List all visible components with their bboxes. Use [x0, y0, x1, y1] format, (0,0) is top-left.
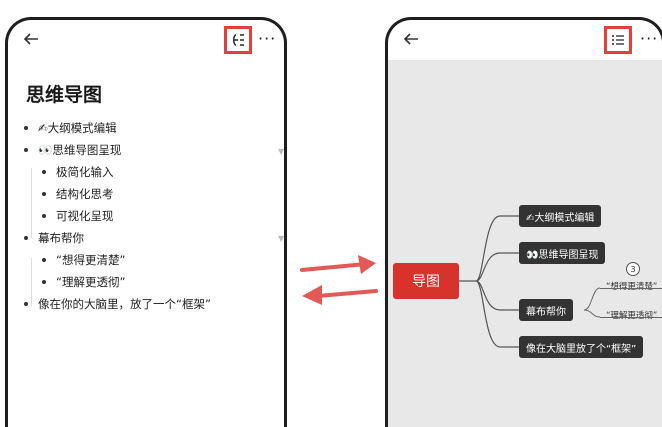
more-icon[interactable]: ··· [640, 29, 659, 48]
outline-view-button[interactable] [604, 26, 632, 54]
mindmap-node[interactable]: 像在大脑里放了个“框架” [519, 336, 644, 358]
leaf-underline [600, 288, 662, 289]
mindmap-leaf[interactable]: “理解更透彻” [606, 311, 658, 321]
bullet-icon [42, 213, 46, 218]
outline-item[interactable]: 幕布帮你 [24, 230, 84, 246]
back-arrow-icon[interactable] [20, 28, 42, 50]
indent-guide [31, 168, 32, 238]
outline-item[interactable]: “想得更清楚” [42, 252, 125, 268]
right-arrowhead [358, 255, 376, 274]
bullet-icon [24, 147, 28, 152]
bullet-icon [42, 257, 46, 262]
outline-item[interactable]: 👀思维导图呈现 [24, 142, 121, 158]
page-title: 思维导图 [26, 84, 103, 106]
bullet-icon [24, 301, 28, 306]
more-icon[interactable]: ··· [258, 29, 277, 48]
mindmap-leaf[interactable]: “想得更清楚” [606, 282, 658, 292]
mindmap-node[interactable]: 幕布帮你 [519, 299, 573, 321]
left-arrow [316, 289, 378, 298]
mindmap-connectors [459, 215, 601, 348]
outline-item[interactable]: “理解更透彻” [42, 274, 125, 290]
mindmap-node[interactable]: 👀思维导图呈现 [519, 242, 606, 264]
bullet-icon [42, 191, 46, 196]
bullet-icon [24, 125, 28, 130]
left-arrowhead [302, 285, 322, 305]
conversion-arrows [300, 255, 378, 305]
indent-guide [31, 258, 32, 306]
mindmap-view-icon [233, 34, 244, 46]
outline-item[interactable]: 极简化输入 [42, 164, 114, 180]
mindmap-node[interactable]: ✍大纲模式编辑 [519, 205, 602, 227]
bullet-icon [42, 279, 46, 284]
bullet-icon [24, 235, 28, 240]
bullet-icon [42, 169, 46, 174]
outline-item[interactable]: 像在你的大脑里，放了一个“框架” [24, 296, 211, 312]
mindmap-screen: ··· 导图 ✍大纲模式编辑 👀思维导图呈现 3 幕布帮你 像在大脑里放了个“框… [385, 17, 662, 427]
mindmap-view-button[interactable] [224, 26, 252, 54]
top-bar: ··· [8, 20, 284, 60]
back-arrow-icon[interactable] [400, 28, 422, 50]
outline-item[interactable]: 可视化呈现 [42, 208, 114, 224]
outline-item[interactable]: 结构化思考 [42, 186, 114, 202]
outline-item[interactable]: ✍大纲模式编辑 [24, 120, 117, 136]
collapse-icon[interactable]: ▼ [278, 147, 285, 156]
outline-screen: ··· 思维导图 ✍大纲模式编辑 👀思维导图呈现 ▼ 极简化输入 结构化思考 可… [5, 17, 287, 427]
leaf-underline [600, 317, 662, 318]
collapsed-count-badge[interactable]: 3 [626, 262, 640, 276]
right-arrow [300, 262, 368, 272]
outline-view-icon [612, 35, 624, 45]
top-bar: ··· [388, 20, 662, 60]
root-node[interactable]: 导图 [393, 263, 459, 299]
collapse-icon[interactable]: ▼ [278, 234, 285, 243]
